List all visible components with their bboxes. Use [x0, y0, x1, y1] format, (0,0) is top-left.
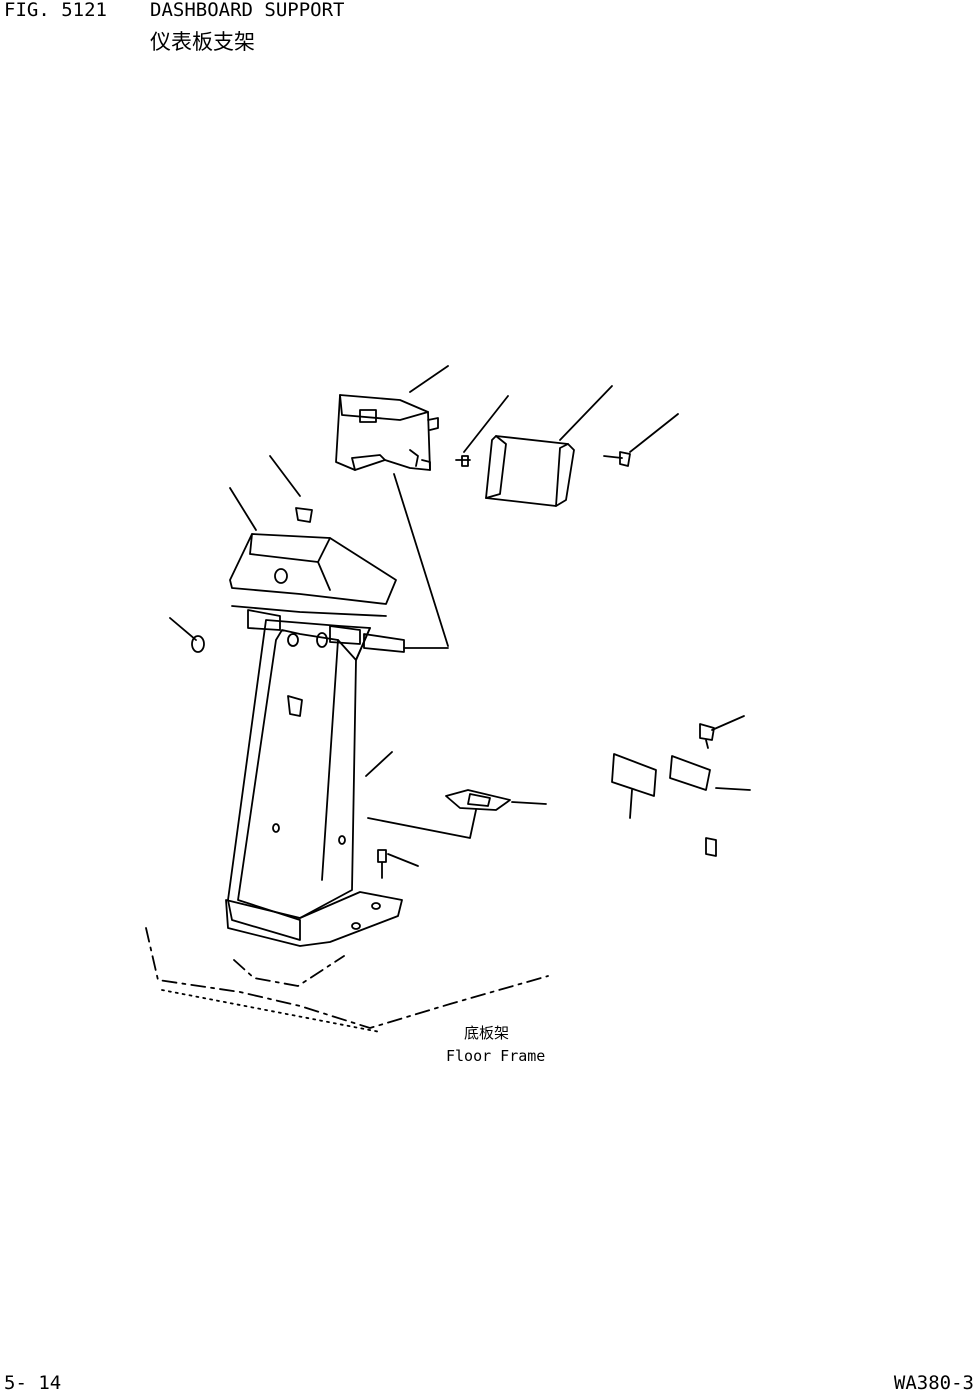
- floor-frame-label-chinese: 底板架: [464, 1024, 510, 1042]
- leader-lines: [169, 365, 751, 867]
- model-number: WA380-3: [893, 1372, 974, 1394]
- figure-number: FIG. 5121: [4, 0, 107, 21]
- figure-title-english: DASHBOARD SUPPORT: [150, 0, 345, 21]
- lower-cover-plate: [611, 753, 657, 797]
- figure-title-chinese: 仪表板支架: [150, 30, 255, 54]
- upper-bracket-right: [485, 435, 575, 507]
- bolt-upper-1: [455, 455, 471, 467]
- lower-bracket: [669, 723, 717, 857]
- floor-frame-label-english: Floor Frame: [446, 1047, 546, 1065]
- floor-frame-outline: [145, 927, 549, 1033]
- bolt-lower: [377, 849, 387, 879]
- column-top-cover: [229, 507, 397, 617]
- upper-bracket-left: [335, 394, 439, 471]
- bolt-upper-2: [603, 451, 631, 467]
- nut-left: [191, 635, 205, 653]
- clip-plate: [445, 789, 511, 811]
- page-number: 5- 14: [4, 1372, 62, 1394]
- column-support-body: [225, 609, 405, 947]
